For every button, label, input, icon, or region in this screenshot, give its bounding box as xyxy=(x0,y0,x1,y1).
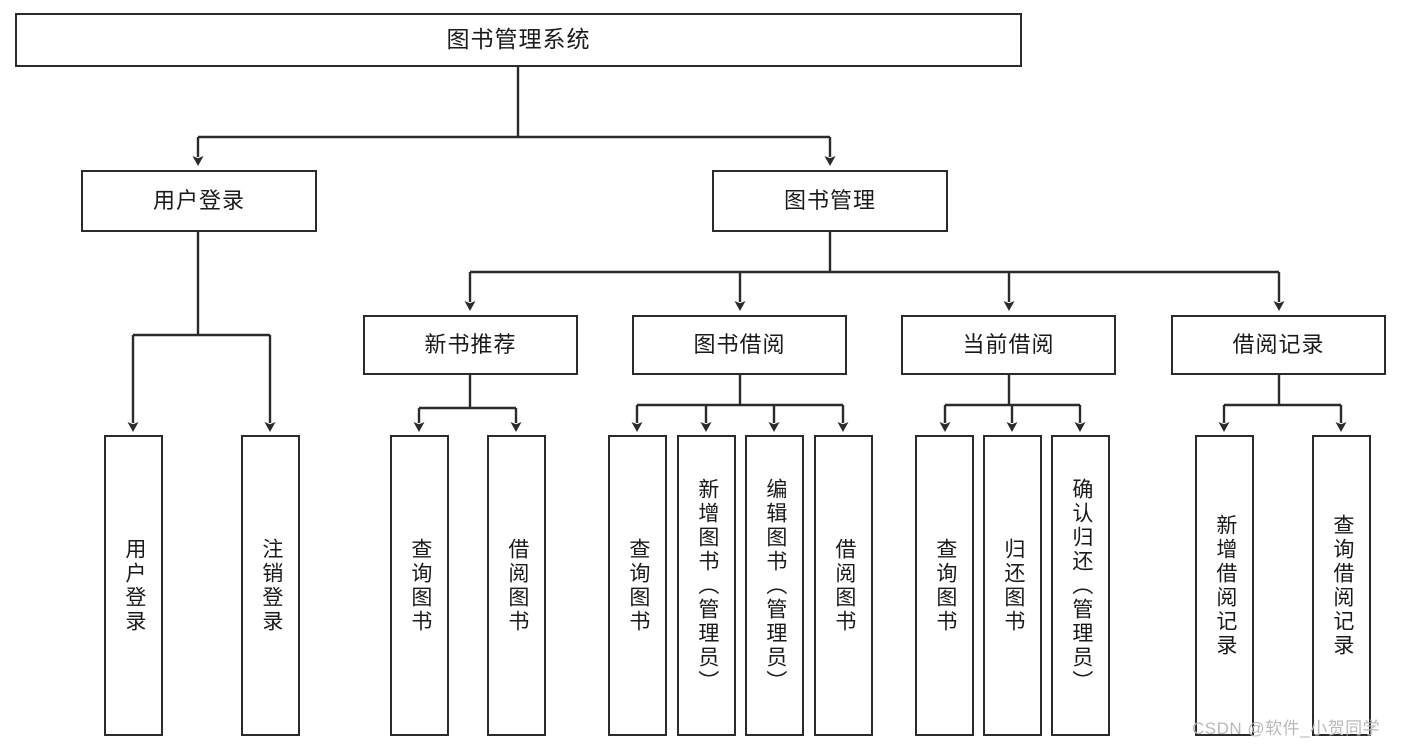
leaf-borrow-borrow-book[interactable]: 借阅图书 xyxy=(814,435,873,736)
node-label: 新书推荐 xyxy=(424,332,517,358)
node-book-management[interactable]: 图书管理 xyxy=(712,170,948,232)
watermark-text: CSDN @软件_小贺同学 xyxy=(1192,719,1381,738)
node-label: 借阅图书 xyxy=(832,537,856,634)
node-borrow-record[interactable]: 借阅记录 xyxy=(1171,315,1386,375)
node-user-login[interactable]: 用户登录 xyxy=(81,170,317,232)
node-label: 确认归还（管理员） xyxy=(1069,477,1093,694)
node-root-system[interactable]: 图书管理系统 xyxy=(15,13,1022,67)
node-label: 新增借阅记录 xyxy=(1213,513,1237,658)
node-label: 注销登录 xyxy=(259,537,283,634)
node-label: 查询图书 xyxy=(626,537,650,634)
leaf-borrow-query-book[interactable]: 查询图书 xyxy=(608,435,667,736)
leaf-current-return-book[interactable]: 归还图书 xyxy=(983,435,1042,736)
leaf-borrow-add-book[interactable]: 新增图书（管理员） xyxy=(677,435,736,736)
leaf-record-query-record[interactable]: 查询借阅记录 xyxy=(1312,435,1371,736)
node-label: 新增图书（管理员） xyxy=(695,477,719,694)
node-label: 当前借阅 xyxy=(962,332,1055,358)
leaf-borrow-edit-book[interactable]: 编辑图书（管理员） xyxy=(745,435,804,736)
leaf-recommend-query-book[interactable]: 查询图书 xyxy=(390,435,449,736)
node-label: 借阅记录 xyxy=(1232,332,1325,358)
leaf-current-query-book[interactable]: 查询图书 xyxy=(915,435,974,736)
node-new-book-recommend[interactable]: 新书推荐 xyxy=(363,315,578,375)
node-label: 借阅图书 xyxy=(505,537,529,634)
node-label: 查询图书 xyxy=(933,537,957,634)
leaf-user-login-logout[interactable]: 注销登录 xyxy=(241,435,300,736)
node-label: 图书借阅 xyxy=(693,332,786,358)
leaf-current-confirm-return[interactable]: 确认归还（管理员） xyxy=(1051,435,1110,736)
node-label: 查询借阅记录 xyxy=(1330,513,1354,658)
node-label: 编辑图书（管理员） xyxy=(763,477,787,694)
leaf-record-add-record[interactable]: 新增借阅记录 xyxy=(1195,435,1254,736)
node-label: 图书管理系统 xyxy=(446,26,591,53)
leaf-recommend-borrow-book[interactable]: 借阅图书 xyxy=(487,435,546,736)
node-label: 归还图书 xyxy=(1001,537,1025,634)
node-book-borrow[interactable]: 图书借阅 xyxy=(632,315,847,375)
leaf-user-login-login[interactable]: 用户登录 xyxy=(104,435,163,736)
node-label: 用户登录 xyxy=(152,188,245,214)
node-label: 图书管理 xyxy=(783,188,876,214)
node-current-borrow[interactable]: 当前借阅 xyxy=(901,315,1116,375)
node-label: 用户登录 xyxy=(122,537,146,634)
node-label: 查询图书 xyxy=(408,537,432,634)
